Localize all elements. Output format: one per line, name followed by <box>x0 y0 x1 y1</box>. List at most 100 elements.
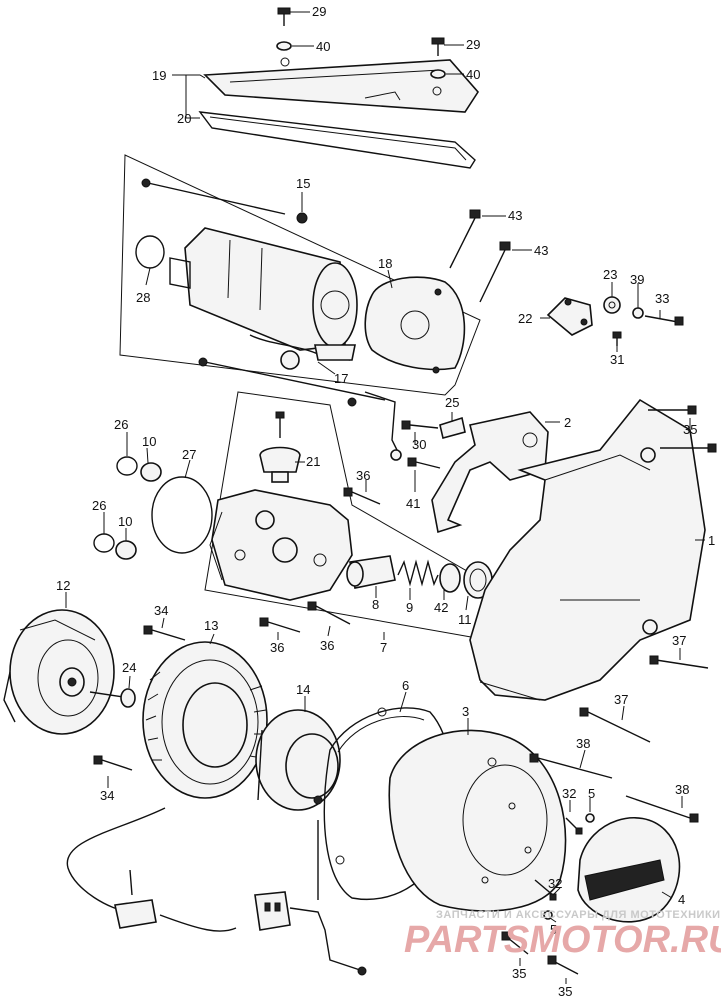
bolt-35-upper-a <box>648 405 697 415</box>
callout-32: 32 <box>562 786 576 801</box>
callout-36: 36 <box>320 638 334 653</box>
bolt-38-lower <box>625 795 699 823</box>
bolt-30 <box>401 420 439 430</box>
callout-4: 4 <box>678 892 685 907</box>
bolt-43-lower <box>479 241 511 303</box>
o-ring-15 <box>296 212 308 224</box>
callout-5: 5 <box>588 786 595 801</box>
generator-cover-3 <box>388 729 567 912</box>
gasket-20 <box>198 111 476 169</box>
bolt-29-right <box>431 37 445 56</box>
callout-26: 26 <box>92 498 106 513</box>
crankcase-cover-1 <box>469 398 706 701</box>
callout-11: 11 <box>458 612 472 627</box>
starter-motor-body <box>169 227 358 370</box>
callout-33: 33 <box>655 291 669 306</box>
watermark-brand: PARTSMOTOR.RU <box>404 919 721 961</box>
bolt-43-upper <box>449 209 481 269</box>
callout-29: 29 <box>312 4 326 19</box>
callout-36: 36 <box>356 468 370 483</box>
pump-body <box>209 489 353 601</box>
long-bolt-lower <box>198 357 386 407</box>
callout-20: 20 <box>177 111 191 126</box>
callout-35: 35 <box>683 422 697 437</box>
callout-21: 21 <box>306 454 320 469</box>
callout-34: 34 <box>100 788 114 803</box>
washer-5-upper <box>585 813 595 823</box>
bolt-38-upper <box>529 753 613 779</box>
callout-8: 8 <box>372 597 379 612</box>
callout-39: 39 <box>630 272 644 287</box>
bracket-2 <box>431 411 549 534</box>
screw-32-upper <box>565 817 583 835</box>
callout-29: 29 <box>466 37 480 52</box>
cover-19 <box>203 57 480 113</box>
callout-1: 1 <box>708 533 715 548</box>
callout-26: 26 <box>114 417 128 432</box>
callout-19: 19 <box>152 68 166 83</box>
callout-10: 10 <box>142 434 156 449</box>
callout-18: 18 <box>378 256 392 271</box>
washer-40-left <box>276 41 292 51</box>
o-ring-42 <box>439 563 461 593</box>
bolt-37-lower <box>579 707 651 743</box>
callout-22: 22 <box>518 311 532 326</box>
washer-24 <box>89 688 136 708</box>
nut-23 <box>603 296 621 314</box>
o-ring-26-upper <box>116 456 138 476</box>
callout-40: 40 <box>466 67 480 82</box>
end-cover-18 <box>364 276 466 374</box>
callout-15: 15 <box>296 176 310 191</box>
watermark-caption: ЗАПЧАСТИ И АКСЕССУАРЫ ДЛЯ МОТОТЕХНИКИ <box>436 909 721 921</box>
bolt-29-left <box>277 7 291 26</box>
flywheel-12 <box>3 609 115 735</box>
stator-13 <box>142 641 268 799</box>
callout-38: 38 <box>675 782 689 797</box>
spring-9 <box>397 559 439 587</box>
emblem-cover-4 <box>577 816 681 923</box>
screw-31 <box>612 331 622 346</box>
screw-32-lower <box>534 879 557 901</box>
washer-39 <box>632 307 644 319</box>
bolt-36-right <box>307 601 351 625</box>
nut-41 <box>407 457 441 469</box>
washer-40-right <box>430 69 446 79</box>
callout-41: 41 <box>406 496 420 511</box>
callout-14: 14 <box>296 682 310 697</box>
screw-33 <box>644 315 684 326</box>
callout-35: 35 <box>558 984 572 999</box>
dowel-10-upper <box>140 462 162 482</box>
callout-43: 43 <box>534 243 548 258</box>
callout-25: 25 <box>445 395 459 410</box>
callout-43: 43 <box>508 208 522 223</box>
plunger-8 <box>346 555 396 589</box>
wiring-harness <box>66 807 367 976</box>
callout-23: 23 <box>603 267 617 282</box>
callout-9: 9 <box>406 600 413 615</box>
bolt-35-bottom-a <box>501 931 529 955</box>
gasket-27 <box>151 476 213 554</box>
callout-3: 3 <box>462 704 469 719</box>
callout-36: 36 <box>270 640 284 655</box>
long-bolt-upper <box>141 178 286 215</box>
dowel-10-lower <box>115 540 137 560</box>
callout-17: 17 <box>334 371 348 386</box>
callout-10: 10 <box>118 514 132 529</box>
bolt-36-left <box>259 617 301 633</box>
callout-38: 38 <box>576 736 590 751</box>
callout-12: 12 <box>56 578 70 593</box>
callout-37: 37 <box>672 633 686 648</box>
callout-28: 28 <box>136 290 150 305</box>
starter-cable <box>364 391 402 461</box>
callout-7: 7 <box>380 640 387 655</box>
callout-30: 30 <box>412 437 426 452</box>
o-ring-26-lower <box>93 533 115 553</box>
bolt-35-upper-b <box>660 443 717 453</box>
callout-32: 32 <box>548 876 562 891</box>
o-ring-28 <box>135 235 165 269</box>
watermark: ЗАПЧАСТИ И АКСЕССУАРЫ ДЛЯ МОТОТЕХНИКИ PA… <box>404 909 721 961</box>
callout-13: 13 <box>204 618 218 633</box>
callout-31: 31 <box>610 352 624 367</box>
